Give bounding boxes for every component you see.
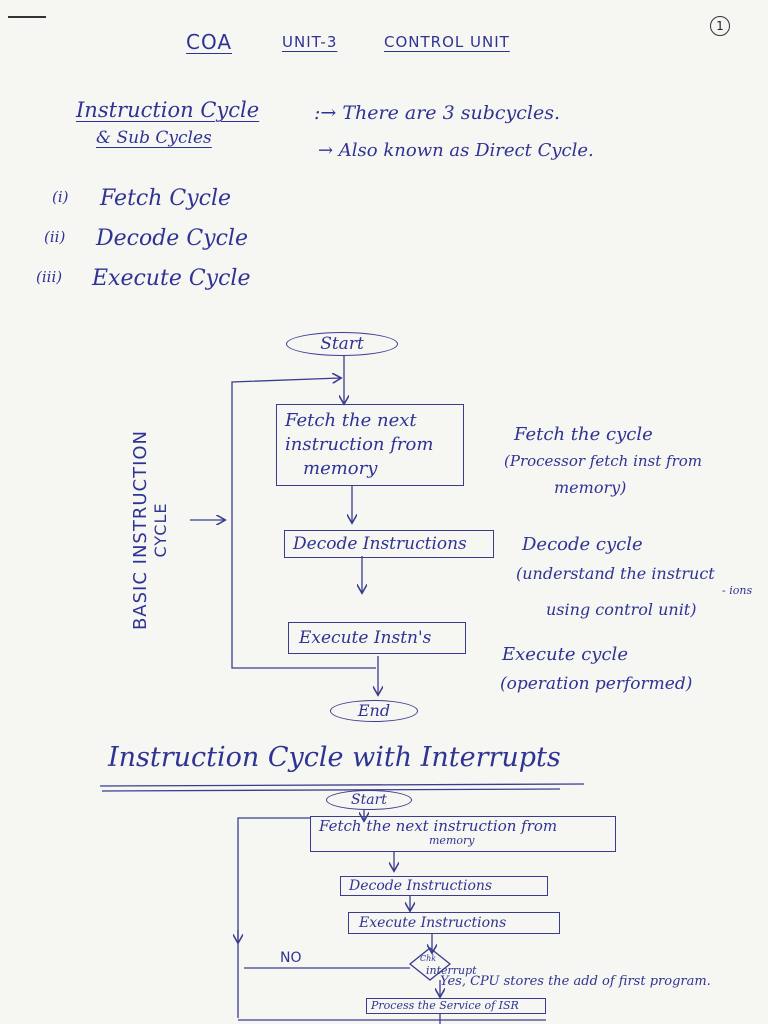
basic-end-label: End — [357, 701, 391, 720]
decode-note-line3: using control unit) — [546, 600, 697, 619]
interrupt-process-label: Process the Service of ISR — [371, 999, 519, 1012]
interrupt-no-label: NO — [280, 950, 302, 966]
subcycle-marker-3: (iii) — [36, 268, 63, 286]
decode-note-suffix: - ions — [722, 584, 753, 597]
decode-note-line1: Decode cycle — [522, 534, 643, 555]
interrupt-yes-note: Yes, CPU stores the add of first program… — [440, 974, 711, 989]
subcycle-marker-1: (i) — [52, 188, 69, 206]
basic-fetch-line2: instruction from — [285, 434, 434, 455]
header-topic: CONTROL UNIT — [384, 33, 510, 51]
subcycle-label-1: Fetch Cycle — [100, 186, 232, 211]
interrupt-process-box: Process the Service of ISR — [366, 998, 546, 1014]
page-number-circle: 1 — [710, 16, 730, 36]
basic-start-node: Start — [286, 332, 398, 356]
interrupt-start-label: Start — [351, 792, 387, 808]
interrupt-fetch-line2: memory — [429, 834, 475, 847]
page-number: 1 — [716, 19, 724, 33]
interrupt-decode-box: Decode Instructions — [340, 876, 548, 896]
fetch-note-line3: memory) — [554, 478, 627, 497]
interrupt-start-node: Start — [326, 790, 412, 810]
intro-heading-line2: & Sub Cycles — [96, 128, 212, 148]
execute-note-line1: Execute cycle — [502, 644, 628, 665]
basic-execute-box: Execute Instn's — [288, 622, 466, 654]
check-interrupt-line2: interrupt — [426, 964, 477, 977]
header-subject: COA — [186, 30, 233, 54]
interrupt-decode-label: Decode Instructions — [349, 878, 493, 894]
basic-fetch-line1: Fetch the next — [285, 410, 417, 431]
interrupt-fetch-box: Fetch the next instruction from memory — [310, 816, 616, 852]
basic-cycle-side-label: BASIC INSTRUCTION CYCLE — [130, 390, 190, 670]
basic-execute-label: Execute Instn's — [299, 628, 432, 648]
fetch-note-line2: (Processor fetch inst from — [504, 452, 703, 470]
execute-note-line2: (operation performed) — [500, 674, 693, 694]
interrupt-execute-label: Execute Instructions — [359, 915, 507, 931]
margin-stroke — [8, 16, 46, 18]
intro-note-1: :→ There are 3 subcycles. — [314, 102, 560, 124]
side-label-line2: CYCLE — [151, 502, 170, 558]
decode-note-line2: (understand the instruct — [516, 564, 715, 583]
interrupt-heading: Instruction Cycle with Interrupts — [108, 742, 561, 773]
subcycle-label-2: Decode Cycle — [96, 226, 248, 251]
fetch-note-line1: Fetch the cycle — [514, 424, 653, 445]
intro-note-2: → Also known as Direct Cycle. — [318, 140, 594, 161]
basic-fetch-box: Fetch the next instruction from memory — [276, 404, 464, 486]
intro-heading-line1: Instruction Cycle — [76, 98, 260, 122]
basic-fetch-line3: memory — [303, 458, 378, 479]
header-unit: UNIT-3 — [282, 33, 338, 51]
basic-decode-box: Decode Instructions — [284, 530, 494, 558]
basic-decode-label: Decode Instructions — [293, 534, 467, 554]
basic-start-label: Start — [320, 334, 364, 354]
check-interrupt-line1: Chk — [420, 954, 437, 963]
subcycle-marker-2: (ii) — [44, 228, 66, 246]
basic-end-node: End — [330, 700, 418, 722]
subcycle-label-3: Execute Cycle — [92, 266, 251, 291]
side-label-line1: BASIC INSTRUCTION — [130, 429, 151, 631]
interrupt-execute-box: Execute Instructions — [348, 912, 560, 934]
interrupt-fetch-line1: Fetch the next instruction from — [319, 817, 558, 835]
